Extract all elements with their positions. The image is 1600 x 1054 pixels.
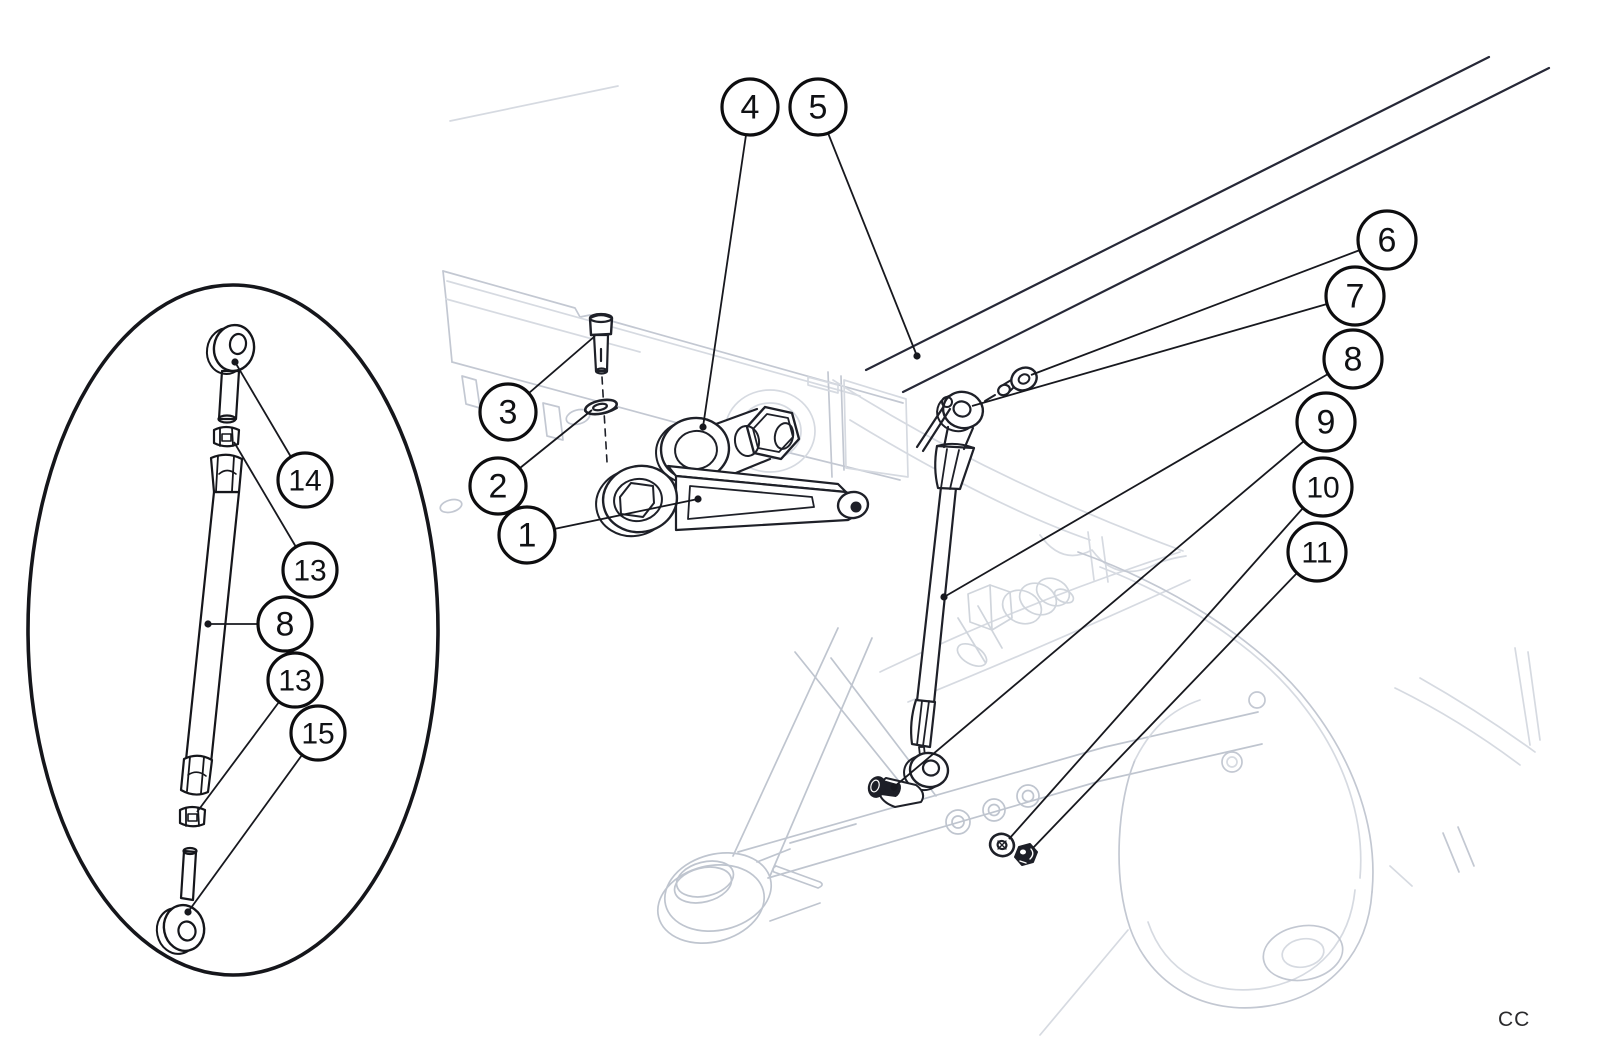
callout-4[interactable]: 4: [720, 77, 780, 137]
callout-15[interactable]: 15: [289, 704, 347, 762]
callout-15-circle[interactable]: [289, 704, 347, 762]
callout-13-lower-circle[interactable]: [266, 651, 324, 709]
bushing-assembly-part-4-5: [655, 405, 801, 485]
callout-13-upper-label: 13: [293, 554, 326, 587]
callout-8-leader: [943, 373, 1329, 598]
callout-7-label: 7: [1346, 278, 1365, 316]
callout-9-label: 9: [1317, 404, 1336, 442]
callout-8-detail[interactable]: 8: [256, 595, 314, 653]
callout-2-circle[interactable]: [468, 456, 528, 516]
callout-4-leader-dot: [699, 423, 707, 431]
callout-5-leader: [827, 132, 918, 357]
callout-1[interactable]: 1: [497, 505, 557, 565]
callout-8-label: 8: [1344, 341, 1363, 379]
callout-13-upper-circle[interactable]: [281, 541, 339, 599]
nut-part-11: [1014, 843, 1038, 866]
ghost-rear-frame: [1039, 551, 1541, 1036]
callout-8-detail-label: 8: [276, 606, 295, 644]
callout-10-leader: [1008, 507, 1304, 840]
callout-1-leader: [553, 498, 699, 530]
callout-9-leader: [893, 440, 1305, 788]
callout-13-lower-label: 13: [278, 664, 311, 697]
pin-gap-dash: [984, 394, 996, 402]
callout-14-circle[interactable]: [276, 451, 334, 509]
callout-6[interactable]: 6: [1356, 209, 1418, 271]
rod-end-part-15: [155, 846, 206, 955]
callout-5-leader-dot: [913, 352, 921, 360]
callout-10[interactable]: 10: [1292, 456, 1354, 518]
jam-nut-upper-part-13: [212, 425, 241, 448]
callout-5-label: 5: [809, 89, 828, 127]
callout-14-label: 14: [288, 464, 321, 497]
callout-3-label: 3: [499, 394, 518, 432]
callout-7[interactable]: 7: [1324, 265, 1386, 327]
callout-2[interactable]: 2: [468, 456, 528, 516]
washer-part-2: [583, 398, 619, 416]
ghost-shock-absorber: [956, 577, 1075, 668]
callout-15-leader-dot: [184, 908, 192, 916]
callout-4-leader: [702, 134, 747, 428]
washer-part-10: [988, 832, 1016, 858]
detail-bubble: [26, 283, 440, 977]
callout-8-circle[interactable]: [1322, 328, 1384, 390]
callout-4-circle[interactable]: [720, 77, 780, 137]
callout-9-leader-dot: [890, 783, 898, 791]
rod-end-part-14: [205, 323, 256, 424]
callout-8-detail-leader-dot: [204, 620, 212, 628]
callout-1-circle[interactable]: [497, 505, 557, 565]
callout-5-circle[interactable]: [788, 77, 848, 137]
callout-2-leader: [519, 409, 593, 469]
callout-8[interactable]: 8: [1322, 328, 1384, 390]
callout-5[interactable]: 5: [788, 77, 848, 137]
callout-6-label: 6: [1378, 222, 1397, 260]
callout-3-leader: [528, 335, 596, 394]
detail-bubble-ellipse: [26, 283, 440, 977]
callout-14-leader: [234, 361, 292, 458]
license-credit: CC: [1498, 1008, 1531, 1031]
callout-2-label: 2: [489, 468, 508, 506]
callout-8-detail-circle[interactable]: [256, 595, 314, 653]
tie-rod-detail-part-8: [179, 453, 244, 796]
sway-bar-lines: [864, 55, 1551, 394]
pivot-bolt-part-9: [867, 776, 925, 808]
callout-10-label: 10: [1306, 471, 1339, 504]
callout-13-lower[interactable]: 13: [266, 651, 324, 709]
jam-nut-lower-part-13: [178, 805, 207, 828]
control-arm-part-1: [595, 464, 870, 538]
callout-10-circle[interactable]: [1292, 456, 1354, 518]
callout-3-circle[interactable]: [478, 382, 538, 442]
cotter-pin-part-6: [915, 396, 953, 453]
bolt-part-3: [588, 312, 614, 375]
callout-1-label: 1: [518, 517, 537, 555]
callout-4-label: 4: [741, 89, 760, 127]
callout-11-circle[interactable]: [1286, 521, 1348, 583]
callout-13-upper[interactable]: 13: [281, 541, 339, 599]
callout-13-upper-leader: [233, 441, 297, 548]
callout-6-leader: [1030, 249, 1361, 376]
callout-13-lower-leader: [196, 701, 280, 813]
callout-7-circle[interactable]: [1324, 265, 1386, 327]
callout-9-circle[interactable]: [1295, 391, 1357, 453]
tie-rod-part-8: [903, 390, 985, 792]
callout-7-leader: [971, 303, 1328, 407]
callout-1-leader-dot: [694, 495, 702, 503]
assembly-axis-dashed-line: [601, 376, 608, 463]
ghost-chassis: [439, 85, 1541, 1036]
callout-8-leader-dot: [940, 593, 948, 601]
callout-15-leader: [187, 754, 303, 913]
callout-11-leader: [1031, 572, 1298, 850]
callout-15-label: 15: [301, 717, 334, 750]
callout-9[interactable]: 9: [1295, 391, 1357, 453]
ghost-swing-arm: [656, 627, 1263, 944]
callout-6-circle[interactable]: [1356, 209, 1418, 271]
callout-11[interactable]: 11: [1286, 521, 1348, 583]
callout-3[interactable]: 3: [478, 382, 538, 442]
callout-14[interactable]: 14: [276, 451, 334, 509]
callout-11-label: 11: [1301, 536, 1332, 569]
leader-lines: [184, 132, 1361, 916]
callout-14-leader-dot: [231, 358, 239, 366]
